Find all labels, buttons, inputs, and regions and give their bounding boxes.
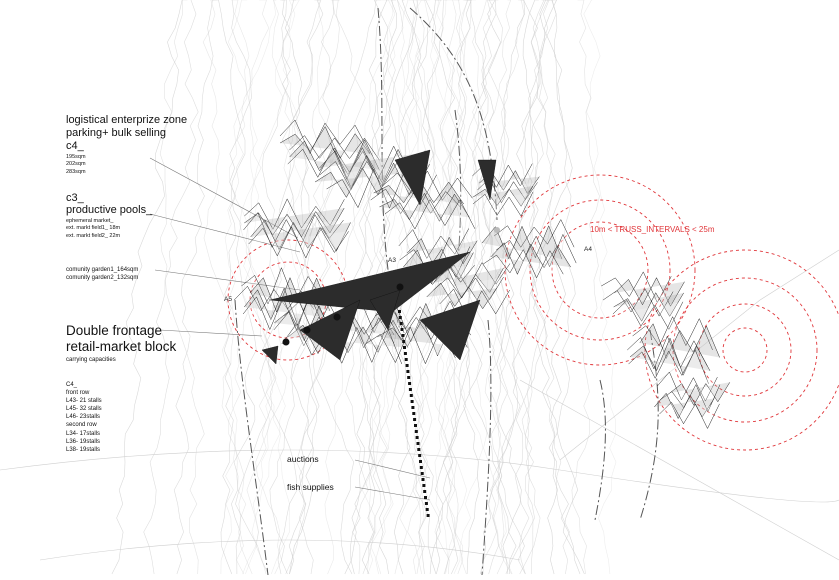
marker-a3: A3	[388, 257, 396, 264]
stall-line-1: C4_	[66, 381, 102, 389]
auction-dot	[401, 334, 404, 337]
stall-line-4: L45- 32 stalls	[66, 405, 102, 413]
auction-dot	[415, 430, 418, 433]
stall-line-3: L43- 21 stalls	[66, 397, 102, 405]
node-dot	[283, 339, 290, 346]
auction-dot	[413, 418, 416, 421]
c4-area-1: 195sqm	[66, 154, 86, 161]
auction-dot	[410, 394, 413, 397]
auction-dot	[417, 448, 420, 451]
c4-code: c4_	[66, 140, 84, 153]
topo-line	[160, 0, 204, 574]
c3-code: c3_	[66, 192, 84, 205]
marker-a4: A4	[584, 246, 592, 253]
auction-dot	[406, 364, 409, 367]
auction-dot	[404, 352, 407, 355]
topo-line	[496, 0, 557, 574]
auction-dot	[398, 310, 401, 313]
topo-line	[540, 0, 573, 574]
dark-roof	[270, 252, 470, 312]
roof-fold	[640, 324, 720, 359]
topo-line	[213, 0, 241, 574]
topo-line	[174, 0, 214, 574]
road-line	[595, 380, 605, 520]
auction-dot	[405, 358, 408, 361]
c4-areas: 195sqm 202sqm 283sqm	[66, 154, 86, 176]
roof-fold	[385, 200, 475, 229]
auction-dot	[411, 406, 414, 409]
auction-dot	[423, 490, 426, 493]
auction-dot	[426, 508, 429, 511]
interval-circle	[723, 328, 767, 372]
c3-line-3: ext. markt field2_ 22m	[66, 233, 120, 240]
stall-line-2: front row	[66, 389, 102, 397]
topo-line	[520, 0, 554, 574]
topo-line	[572, 0, 600, 574]
auction-dot	[409, 388, 412, 391]
block-subtitle: carrying capacities	[66, 356, 116, 364]
auction-dot	[407, 376, 410, 379]
auction-dot	[425, 502, 428, 505]
stall-line-7: L34- 17stalls	[66, 430, 102, 438]
topo-line	[112, 0, 182, 574]
c3-line-1: ephemeral market_	[66, 218, 120, 225]
topo-line	[221, 0, 247, 574]
zone-subtitle: parking+ bulk selling	[66, 127, 166, 140]
auction-dot	[401, 328, 404, 331]
auction-dot	[408, 382, 411, 385]
stall-line-6: second row	[66, 421, 102, 429]
c4-area-2: 202sqm	[66, 161, 86, 168]
topo-line	[549, 0, 580, 574]
leader-line	[160, 330, 262, 336]
auction-dot	[402, 340, 405, 343]
topo-line	[517, 0, 555, 574]
stall-capacities: C4_ front row L43- 21 stalls L45- 32 sta…	[66, 381, 102, 454]
auction-dot	[406, 370, 409, 373]
stall-line-9: L38- 19stalls	[66, 446, 102, 454]
fish-supplies-label: fish supplies	[287, 482, 334, 493]
topo-line	[506, 0, 556, 574]
auction-dot	[417, 442, 420, 445]
c3-line-2: ext. markt field1_ 18m	[66, 225, 120, 232]
node-dot	[334, 314, 341, 321]
c3-details: ephemeral market_ ext. markt field1_ 18m…	[66, 218, 120, 240]
auction-dot	[420, 466, 423, 469]
topo-line	[584, 0, 616, 574]
truss-interval-label: 10m < TRUSS_INTERVALS < 25m	[590, 225, 715, 234]
c4-area-3: 283sqm	[66, 169, 86, 176]
auction-dot	[424, 496, 427, 499]
auction-dot	[416, 436, 419, 439]
auctions-label: auctions	[287, 454, 319, 465]
auction-dot	[412, 412, 415, 415]
c3-title: productive pools_	[66, 204, 152, 217]
roof-fold	[659, 402, 719, 428]
garden-2: comunity garden2_132sqm	[66, 274, 138, 282]
auction-dot	[418, 454, 421, 457]
auction-dot	[421, 472, 424, 475]
zone-title: logistical enterprize zone	[66, 114, 187, 127]
node-dot	[494, 227, 500, 233]
block-title-2: retail-market block	[66, 339, 176, 355]
stall-line-8: L36- 19stalls	[66, 438, 102, 446]
auction-dot	[427, 514, 430, 517]
auction-dot	[400, 322, 403, 325]
auction-dot	[422, 478, 425, 481]
block-title-1: Double frontage	[66, 323, 162, 339]
leader-line	[355, 460, 430, 478]
node-dot	[397, 284, 404, 291]
auction-dot	[414, 424, 417, 427]
topo-line	[144, 0, 199, 574]
auction-dot	[399, 316, 402, 319]
auction-dot	[419, 460, 422, 463]
stall-line-5: L46- 23stalls	[66, 413, 102, 421]
auction-dot	[411, 400, 414, 403]
auction-dot	[403, 346, 406, 349]
garden-1: comunity garden1_164sqm	[66, 266, 138, 274]
auction-dot	[422, 484, 425, 487]
node-dot	[304, 327, 311, 334]
garden-areas: comunity garden1_164sqm comunity garden2…	[66, 266, 138, 282]
marker-a5: A5	[224, 296, 232, 303]
